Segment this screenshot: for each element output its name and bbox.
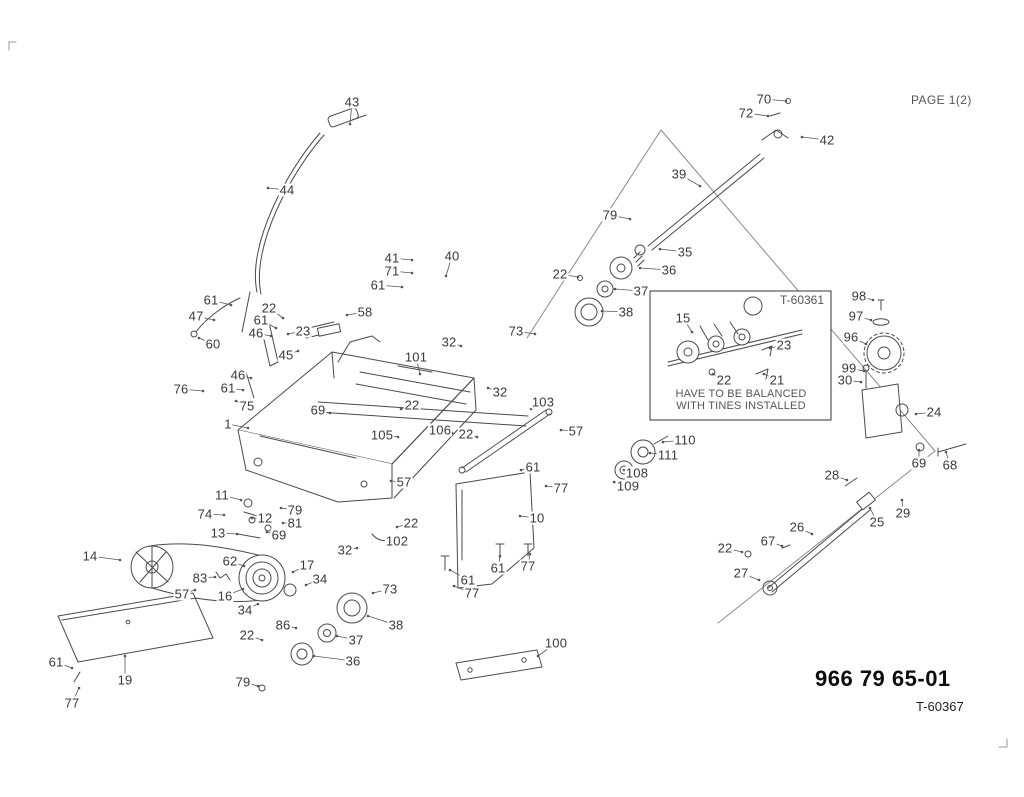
inset-reference-label: T-60361 [780, 293, 825, 307]
inset-note-line-1: HAVE TO BE BALANCED [675, 388, 807, 400]
inset-note-line-2: WITH TINES INSTALLED [676, 400, 806, 412]
corner-marks [8, 41, 1008, 748]
tie-rod [744, 477, 876, 596]
gear-assembly [861, 299, 967, 457]
chassis [237, 335, 553, 541]
drive-shaft [633, 98, 791, 267]
cover-box [57, 592, 214, 683]
page-label: PAGE 1(2) [911, 93, 972, 107]
drawing-number: T-60367 [916, 699, 964, 714]
flat-plate [455, 649, 543, 681]
inset-balance-note: HAVE TO BE BALANCED WITH TINES INSTALLED [654, 388, 828, 412]
belt-drive [130, 543, 368, 692]
idler-rollers [614, 435, 669, 480]
support-bracket [440, 471, 535, 589]
catalog-part-number: 966 79 65-01 [815, 666, 951, 691]
control-rod [190, 107, 367, 338]
